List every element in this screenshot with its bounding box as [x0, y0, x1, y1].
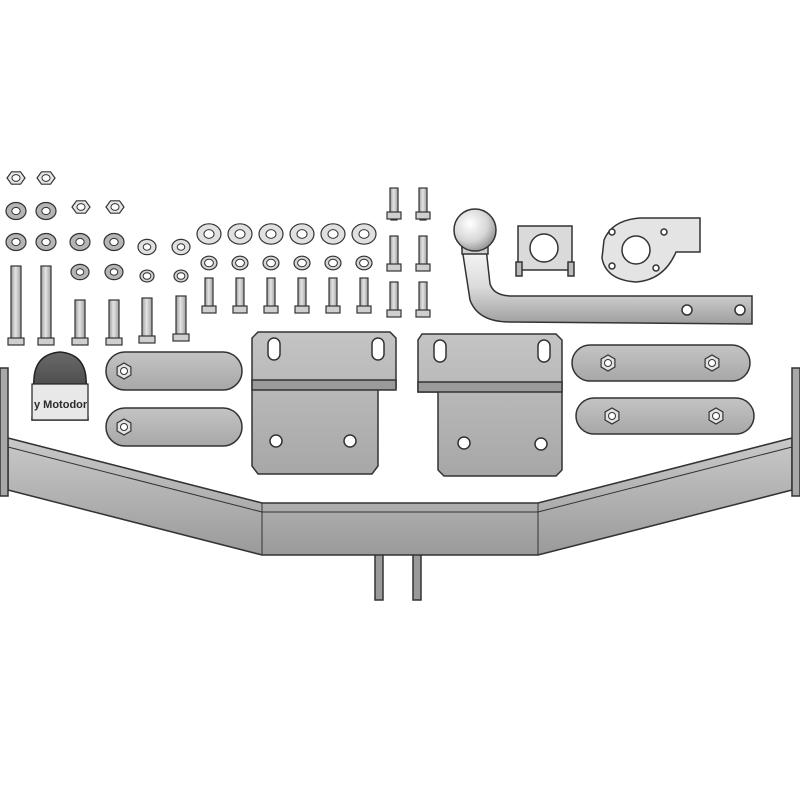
washer-icon: [258, 223, 284, 245]
bolt-icon: [37, 265, 55, 346]
bolt-icon: [386, 235, 402, 272]
bolt-icon: [415, 187, 431, 220]
washer-icon: [227, 223, 253, 245]
washer-icon: [196, 223, 222, 245]
washer-icon: [289, 223, 315, 245]
spacer-plate-icon: [105, 407, 243, 447]
spring-washer-icon: [293, 255, 311, 271]
mounting-bracket-left: [251, 331, 397, 475]
spring-washer-icon: [231, 255, 249, 271]
mounting-bracket-right: [417, 333, 563, 477]
hex-nut-icon: [105, 200, 125, 214]
crossbeam-icon: [0, 367, 800, 601]
bolt-icon: [172, 295, 190, 342]
bolt-icon: [386, 187, 402, 220]
spring-washer-icon: [262, 255, 280, 271]
washer-icon: [320, 223, 346, 245]
socket-plate-icon: [601, 217, 701, 283]
spring-washer-icon: [355, 255, 373, 271]
spacer-plate-icon: [575, 397, 755, 435]
cap-label: y Motodor: [34, 399, 88, 411]
washer-icon: [171, 238, 191, 256]
bolt-icon: [232, 277, 248, 314]
ball-mount-bracket-icon: [515, 225, 575, 277]
hex-nut-icon: [71, 200, 91, 214]
bolt-icon: [201, 277, 217, 314]
bolt-icon: [415, 235, 431, 272]
washer-icon: [5, 201, 27, 221]
washer-icon: [104, 263, 124, 281]
bolt-icon: [7, 265, 25, 346]
washer-icon: [35, 232, 57, 252]
bolt-icon: [325, 277, 341, 314]
spacer-plate-icon: [105, 351, 243, 391]
bolt-icon: [415, 281, 431, 318]
washer-icon: [351, 223, 377, 245]
tow-ball-arm-icon: [453, 208, 753, 325]
bolt-icon: [294, 277, 310, 314]
bolt-icon: [105, 299, 123, 346]
hex-nut-icon: [6, 171, 26, 185]
hex-nut-icon: [36, 171, 56, 185]
spring-washer-icon: [139, 269, 155, 283]
spacer-plates: [105, 344, 755, 447]
washer-icon: [137, 238, 157, 256]
bolt-icon: [263, 277, 279, 314]
spring-washer-icon: [173, 269, 189, 283]
bolt-icon: [71, 299, 89, 346]
washer-icon: [103, 232, 125, 252]
tow-ball-cap-icon: y Motodor: [31, 351, 89, 421]
fasteners: [5, 171, 431, 346]
bolt-icon: [356, 277, 372, 314]
washer-icon: [35, 201, 57, 221]
spring-washer-icon: [324, 255, 342, 271]
bolt-icon: [386, 281, 402, 318]
spacer-plate-icon: [571, 344, 751, 382]
washer-icon: [69, 232, 91, 252]
spring-washer-icon: [200, 255, 218, 271]
washer-icon: [5, 232, 27, 252]
bolt-icon: [138, 297, 156, 344]
washer-icon: [70, 263, 90, 281]
